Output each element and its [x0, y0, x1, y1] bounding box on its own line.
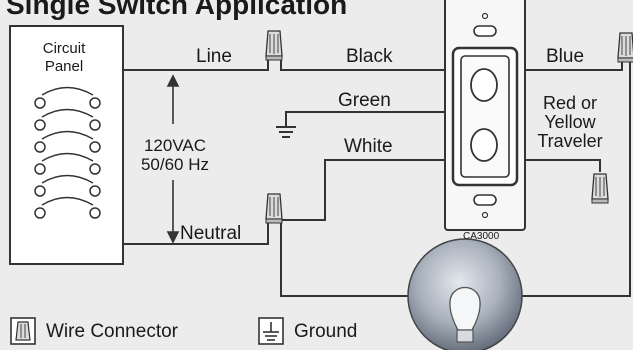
- light-bulb-icon: [407, 238, 523, 350]
- breaker-symbols: [34, 86, 101, 219]
- green-wire: [285, 111, 450, 127]
- light-switch: [444, 0, 526, 231]
- legend-ground-icon: [258, 317, 284, 345]
- green-label: Green: [338, 90, 391, 111]
- blue-label: Blue: [546, 46, 585, 67]
- blue-wire-connector-icon: [617, 32, 633, 63]
- traveler-wire-connector-icon: [591, 173, 609, 204]
- neutral-label: Neutral: [180, 223, 242, 244]
- legend-connector-icon: [10, 317, 36, 345]
- blue-to-bulb-wire: [520, 62, 631, 297]
- line-wire-connector-icon: [265, 30, 283, 61]
- black-wire: [280, 60, 450, 71]
- voltage-arrow: [166, 74, 180, 244]
- neutral-to-bulb-wire: [280, 222, 410, 297]
- black-label: Black: [346, 46, 393, 67]
- voltage-label: 120VAC 50/60 Hz: [140, 136, 210, 174]
- line-label: Line: [196, 46, 232, 67]
- traveler-label: Red or Yellow Traveler: [537, 93, 603, 151]
- line-wire: [123, 60, 269, 71]
- ground-symbol: [276, 126, 296, 138]
- white-wire: [281, 159, 450, 221]
- neutral-wire-connector-icon: [265, 193, 283, 224]
- legend-connector-label: Wire Connector: [46, 321, 178, 342]
- switch-model-label: CA3000: [463, 231, 500, 242]
- circuit-panel-label: Circuit Panel: [42, 40, 86, 75]
- neutral-wire: [123, 222, 269, 245]
- circuit-panel: [9, 25, 124, 265]
- wires: [123, 60, 631, 297]
- blue-wire: [525, 62, 623, 71]
- diagram-title: Single Switch Application: [6, 0, 348, 20]
- traveler-wire: [525, 159, 601, 172]
- white-label: White: [344, 136, 393, 157]
- legend-ground-label: Ground: [294, 321, 358, 342]
